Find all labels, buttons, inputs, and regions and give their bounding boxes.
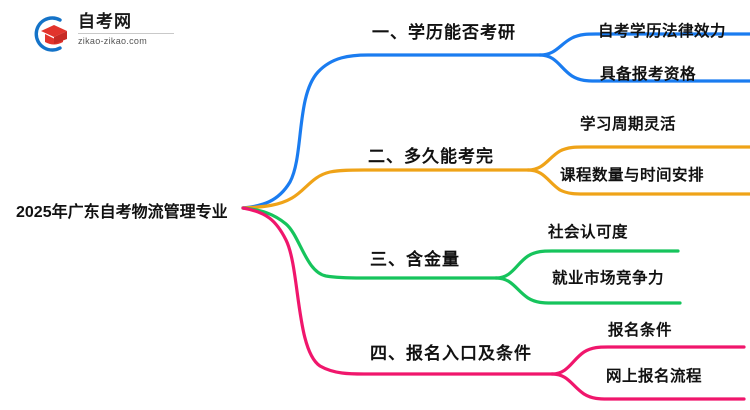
root-node-label[interactable]: 2025年广东自考物流管理专业 xyxy=(16,204,228,221)
leaf-node-1-1-label[interactable]: 自考学历法律效力 xyxy=(598,23,727,40)
branch-node-3-label[interactable]: 三、含金量 xyxy=(370,250,460,269)
branch-node-1-label[interactable]: 一、学历能否考研 xyxy=(372,23,516,42)
logo-domain: zikao-zikao.com xyxy=(78,36,148,46)
leaf-node-3-1-label[interactable]: 社会认可度 xyxy=(548,224,629,241)
connector-branch-2-child-1 xyxy=(526,145,750,172)
leaf-node-4-2-label[interactable]: 网上报名流程 xyxy=(606,368,703,385)
connector-branch-2-child-2 xyxy=(526,168,750,196)
connector-branch-3-child-2 xyxy=(494,276,682,305)
connector-branch-1 xyxy=(241,53,542,210)
logo-text: 自考网 zikao-zikao.com xyxy=(78,12,178,48)
connector-branch-3-child-1 xyxy=(494,249,680,280)
leaf-node-3-2-label[interactable]: 就业市场竞争力 xyxy=(552,270,665,287)
branch-node-4-label[interactable]: 四、报名入口及条件 xyxy=(370,344,532,363)
leaf-node-4-1-label[interactable]: 报名条件 xyxy=(608,322,673,339)
branch-node-2-label[interactable]: 二、多久能考完 xyxy=(368,147,494,166)
connector-branch-4-child-1 xyxy=(550,345,746,376)
connector-branch-2 xyxy=(241,168,530,210)
connector-branch-4-child-2 xyxy=(550,372,746,401)
logo-title: 自考网 xyxy=(78,12,132,31)
leaf-node-2-1-label[interactable]: 学习周期灵活 xyxy=(580,116,677,133)
leaf-node-1-2-label[interactable]: 具备报考资格 xyxy=(600,66,697,83)
site-logo: 自考网 zikao-zikao.com xyxy=(30,12,180,56)
logo-divider xyxy=(78,33,174,34)
logo-graduation-cap-icon xyxy=(30,14,72,54)
leaf-node-2-2-label[interactable]: 课程数量与时间安排 xyxy=(560,167,705,184)
connector-branch-4 xyxy=(241,206,554,376)
connector-branch-1-child-1 xyxy=(538,32,750,57)
connector-branch-1-child-2 xyxy=(538,53,750,83)
connector-branch-3 xyxy=(241,206,498,280)
